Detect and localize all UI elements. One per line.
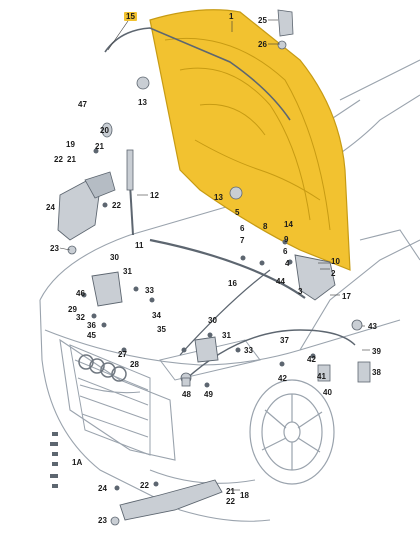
callout-1: 1 bbox=[227, 12, 236, 21]
front-grille bbox=[69, 344, 151, 456]
callout-29: 29 bbox=[68, 305, 77, 314]
callout-37: 37 bbox=[280, 336, 289, 345]
callout-31-left: 31 bbox=[123, 267, 132, 276]
callout-36: 36 bbox=[87, 321, 96, 330]
hood-lock-latch bbox=[317, 364, 331, 382]
callout-20: 20 bbox=[100, 126, 109, 135]
callout-1a: 1A bbox=[72, 458, 83, 467]
engine-hood bbox=[149, 9, 351, 271]
callout-44: 44 bbox=[276, 277, 285, 286]
hood-hinge bbox=[294, 254, 336, 301]
callout-25: 25 bbox=[258, 16, 267, 25]
hood-seal-strip bbox=[104, 27, 291, 121]
lower-bracket bbox=[119, 479, 223, 521]
callout-43: 43 bbox=[368, 322, 377, 331]
callout-22-bottom-b: 22 bbox=[226, 497, 235, 506]
callout-32: 32 bbox=[76, 313, 85, 322]
callout-42-left: 42 bbox=[278, 374, 287, 383]
callout-48: 48 bbox=[182, 390, 191, 399]
cable-clip bbox=[181, 377, 191, 387]
callout-11: 11 bbox=[135, 241, 144, 250]
callout-49: 49 bbox=[204, 390, 213, 399]
callout-9: 9 bbox=[284, 235, 289, 244]
callout-14: 14 bbox=[284, 220, 293, 229]
hood-ribs bbox=[164, 37, 331, 231]
callout-6-b: 6 bbox=[283, 247, 288, 256]
callout-42-right: 42 bbox=[307, 355, 316, 364]
lock-switch bbox=[357, 361, 371, 383]
gas-strut bbox=[126, 149, 134, 236]
callout-13-top: 13 bbox=[138, 98, 147, 107]
callout-7: 7 bbox=[240, 236, 245, 245]
callout-6-a: 6 bbox=[240, 224, 245, 233]
callout-4: 4 bbox=[285, 259, 290, 268]
callout-24-top: 24 bbox=[46, 203, 55, 212]
callout-40: 40 bbox=[323, 388, 332, 397]
callout-34: 34 bbox=[152, 311, 161, 320]
callout-15: 15 bbox=[124, 12, 137, 21]
release-cable bbox=[149, 238, 306, 299]
callout-27: 27 bbox=[118, 350, 127, 359]
callout-31-right: 31 bbox=[222, 331, 231, 340]
callout-2: 2 bbox=[331, 269, 336, 278]
callout-10: 10 bbox=[331, 257, 340, 266]
callout-22-bottom: 22 bbox=[140, 481, 149, 490]
callout-35: 35 bbox=[157, 325, 166, 334]
callout-45: 45 bbox=[87, 331, 96, 340]
bowden-cable-lower bbox=[179, 269, 271, 356]
callout-28: 28 bbox=[130, 360, 139, 369]
callout-22-top: 22 bbox=[54, 155, 63, 164]
callout-24-bottom: 24 bbox=[98, 484, 107, 493]
callout-26: 26 bbox=[258, 40, 267, 49]
callout-33-left: 33 bbox=[145, 286, 154, 295]
callout-19: 19 bbox=[66, 140, 75, 149]
callout-3: 3 bbox=[298, 287, 303, 296]
callout-47: 47 bbox=[78, 100, 87, 109]
callout-21-top-a: 21 bbox=[67, 155, 76, 164]
callout-38: 38 bbox=[372, 368, 381, 377]
callout-46: 46 bbox=[76, 289, 85, 298]
callout-18: 18 bbox=[240, 491, 249, 500]
brand-rings-logo bbox=[78, 354, 127, 382]
callout-8: 8 bbox=[263, 222, 268, 231]
trim-piece bbox=[84, 171, 116, 199]
callout-12: 12 bbox=[150, 191, 159, 200]
hood-lock-right bbox=[194, 336, 219, 363]
callout-21-bottom: 21 bbox=[226, 487, 235, 496]
callout-5: 5 bbox=[235, 208, 240, 217]
hood-stop-bracket bbox=[277, 9, 294, 37]
callout-30-left: 30 bbox=[110, 253, 119, 262]
callout-39: 39 bbox=[372, 347, 381, 356]
callout-33-right: 33 bbox=[244, 346, 253, 355]
front-wheel bbox=[249, 379, 335, 485]
hood-lock-left bbox=[91, 271, 123, 307]
callout-23-top: 23 bbox=[50, 244, 59, 253]
callout-13-mid: 13 bbox=[214, 193, 223, 202]
callout-30-right: 30 bbox=[208, 316, 217, 325]
callout-23-bottom: 23 bbox=[98, 516, 107, 525]
callout-41: 41 bbox=[317, 372, 326, 381]
fastener-set bbox=[50, 432, 58, 488]
callout-16: 16 bbox=[228, 279, 237, 288]
callout-22-mid: 22 bbox=[112, 201, 121, 210]
callout-21-top-b: 21 bbox=[95, 142, 104, 151]
callout-17: 17 bbox=[342, 292, 351, 301]
